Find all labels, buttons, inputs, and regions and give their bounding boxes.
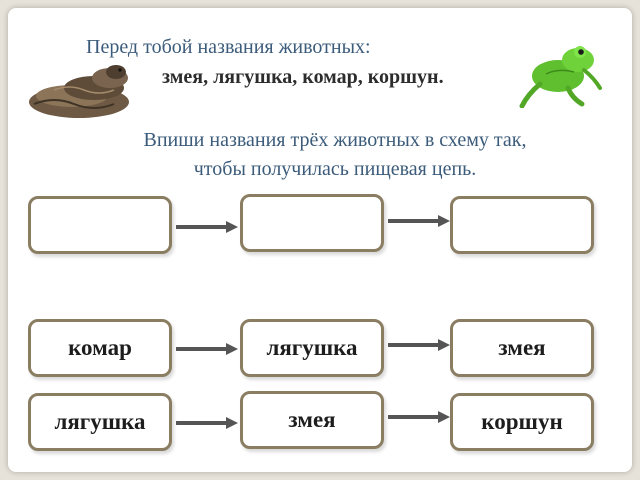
chain-2-box-3: коршун bbox=[450, 393, 594, 451]
animal-list: змея, лягушка, комар, коршун. bbox=[162, 66, 444, 88]
chain-1-box-3: змея bbox=[450, 319, 594, 377]
arrow-icon bbox=[176, 343, 238, 355]
frog-image bbox=[519, 46, 602, 108]
intro-text: Перед тобой названия животных: bbox=[86, 36, 371, 58]
chain-empty-box-2[interactable] bbox=[240, 194, 384, 252]
arrow-icon bbox=[176, 221, 238, 233]
task-line-1: Впиши названия трёх животных в схему так… bbox=[143, 129, 527, 151]
snake-image bbox=[29, 65, 129, 118]
arrow-icon bbox=[388, 339, 450, 351]
arrow-icon bbox=[388, 215, 450, 227]
arrow-icon bbox=[388, 411, 450, 423]
chain-empty-box-1[interactable] bbox=[28, 196, 172, 254]
chain-empty-box-3[interactable] bbox=[450, 196, 594, 254]
task-line-2: чтобы получилась пищевая цепь. bbox=[193, 158, 477, 180]
task-text: Впиши названия трёх животных в схему так… bbox=[70, 126, 600, 184]
chain-1-box-1: комар bbox=[28, 319, 172, 377]
arrow-icon bbox=[176, 417, 238, 429]
chain-2-box-2: змея bbox=[240, 391, 384, 449]
chain-1-box-2: лягушка bbox=[240, 319, 384, 377]
chain-2-box-1: лягушка bbox=[28, 393, 172, 451]
